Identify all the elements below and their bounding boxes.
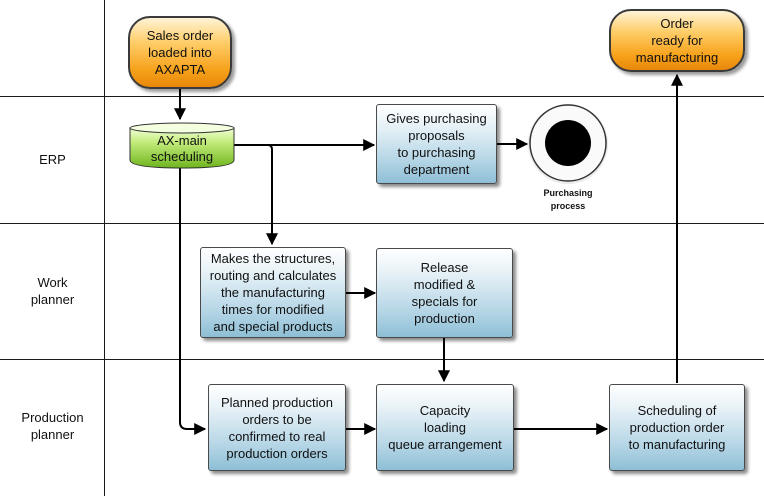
lane-label-work-planner: Work planner	[30, 275, 75, 307]
order-ready-end: Order ready for manufacturing	[609, 9, 745, 72]
make-structures-box: Makes the structures, routing and calcul…	[200, 247, 346, 338]
lane-divider-erp-top	[0, 96, 764, 97]
purchasing-end-event	[528, 104, 608, 184]
lane-divider-vertical	[104, 0, 105, 496]
arrow-ax-to-planned	[179, 168, 207, 435]
ax-main-scheduling-label: AX-main scheduling	[150, 133, 214, 164]
lane-label-production-planner: Production planner	[21, 410, 84, 442]
sales-order-start: Sales order loaded into AXAPTA	[128, 16, 232, 89]
lane-label-erp: ERP	[39, 152, 66, 167]
lane-divider-production-planner-top	[0, 359, 764, 360]
scheduling-box: Scheduling of production order to manufa…	[609, 384, 745, 471]
purchasing-process-caption: Purchasing process	[543, 188, 593, 211]
capacity-box: Capacity loading queue arrangement	[376, 384, 514, 471]
planned-orders-box: Planned production orders to be confirme…	[208, 384, 346, 471]
release-box: Release modified & specials for producti…	[376, 248, 513, 338]
lane-divider-work-planner-top	[0, 223, 764, 224]
ax-main-database-shape	[129, 122, 235, 169]
purchasing-proposals-box: Gives purchasing proposals to purchasing…	[376, 104, 497, 184]
arrow-ax-to-structures	[266, 144, 278, 246]
